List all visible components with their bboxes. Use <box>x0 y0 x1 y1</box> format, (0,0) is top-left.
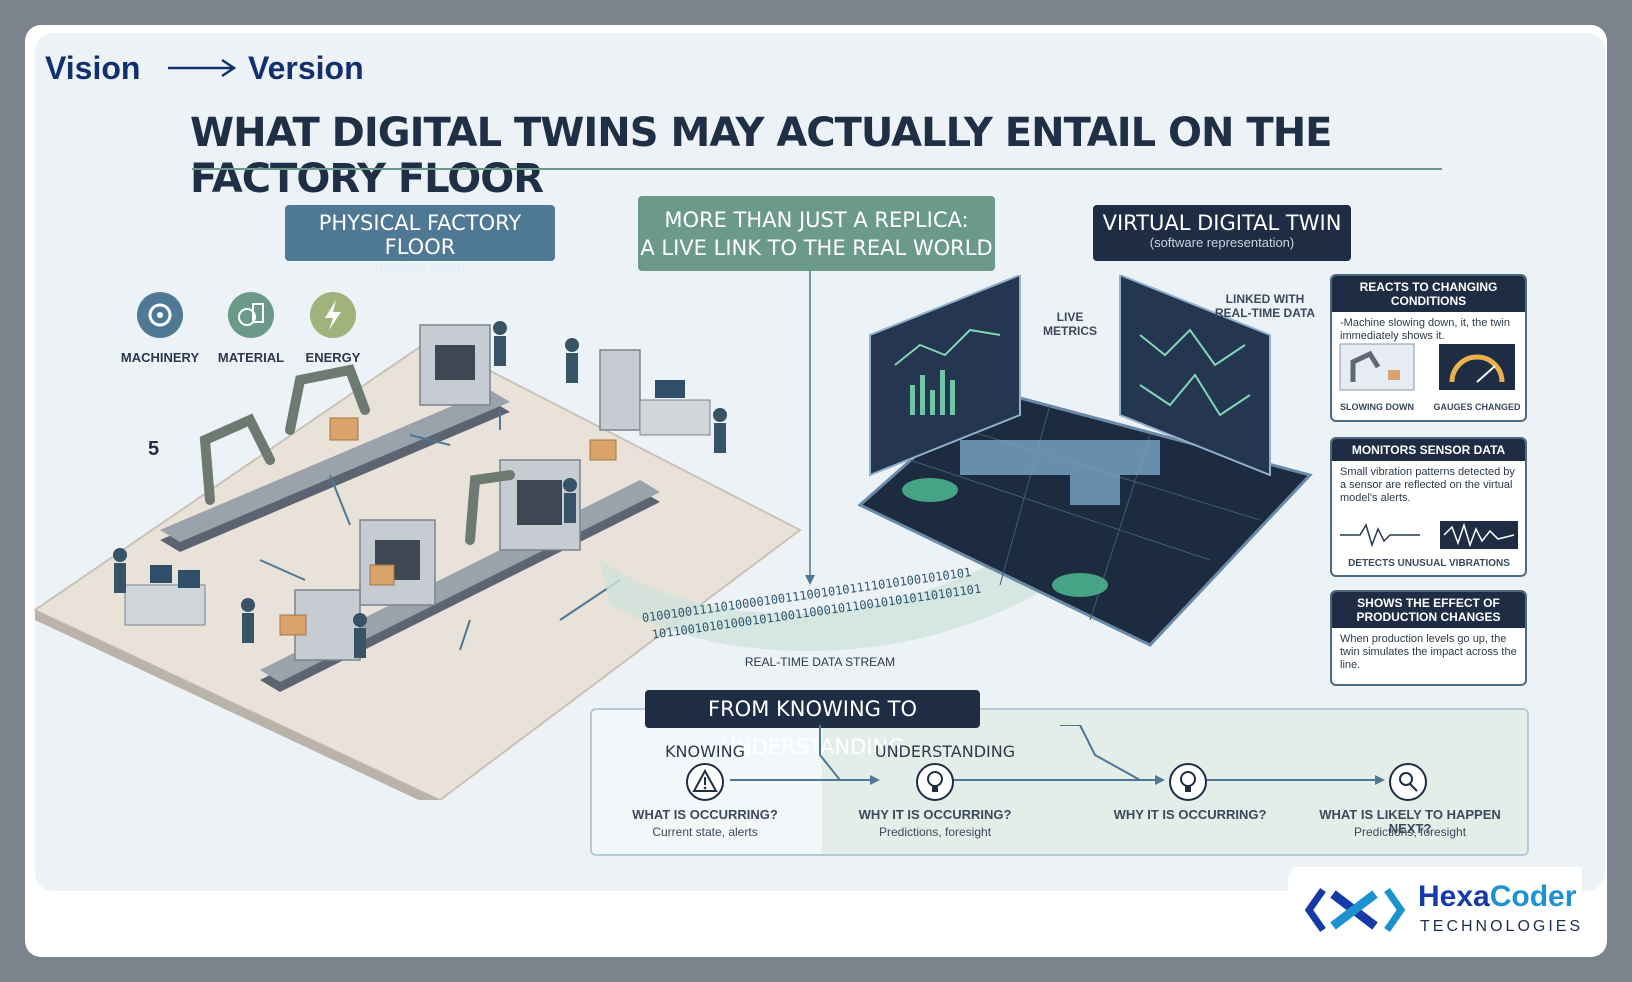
connector-line <box>805 270 815 585</box>
energy-label: ENERGY <box>305 350 361 365</box>
side-panel-reacts-header: REACTS TO CHANGING CONDITIONS <box>1332 276 1525 312</box>
page-title: WHAT DIGITAL TWINS MAY ACTUALLY ENTAIL O… <box>190 110 1333 202</box>
side-panel-production-body: When production levels go up, the twin s… <box>1340 633 1517 671</box>
live-link-line1: MORE THAN JUST A REPLICA: <box>664 208 969 232</box>
logo-wordmark-coder: Coder <box>1489 880 1577 913</box>
data-stream-label: REAL-TIME DATA STREAM <box>744 655 896 669</box>
side-panel-sensor-header: MONITORS SENSOR DATA <box>1332 439 1525 461</box>
virtual-twin-title: VIRTUAL DIGITAL TWIN <box>1102 211 1342 235</box>
knowing-understanding-panel <box>590 708 1529 856</box>
slowing-down-icon <box>1339 343 1415 391</box>
logo-wordmark: HexaCoder <box>1418 880 1576 914</box>
live-metrics-label: LIVE METRICS <box>1043 310 1097 338</box>
linked-realtime-label: LINKED WITH REAL-TIME DATA <box>1214 292 1316 320</box>
side-panel-reacts: REACTS TO CHANGING CONDITIONS -Machine s… <box>1330 274 1527 422</box>
likely-next-title: WHAT IS LIKELY TO HAPPEN NEXT? <box>1319 807 1501 836</box>
logo-wordmark-hexa: Hexa <box>1418 880 1490 913</box>
material-icon <box>228 292 274 338</box>
physical-floor-title: PHYSICAL FACTORY FLOOR <box>318 211 522 259</box>
why-occurring-title-2: WHY IT IS OCCURRING? <box>1113 807 1267 822</box>
machinery-label: MACHINERY <box>120 350 200 365</box>
marker-badge: 5 <box>148 438 160 460</box>
slowing-down-caption: SLOWING DOWN <box>1340 402 1414 412</box>
side-panel-production-header: SHOWS THE EFFECT OF PRODUCTION CHANGES <box>1332 592 1525 628</box>
bulb-icon <box>1169 763 1207 801</box>
hexacoder-logo-icon <box>1305 887 1405 933</box>
vibrations-caption: DETECTS UNUSUAL VIBRATIONS <box>1348 558 1510 569</box>
physical-floor-subtitle: (tangible asset) <box>375 259 465 274</box>
knowing-understanding-header: FROM KNOWING TO UNDERSTANDING <box>645 690 980 759</box>
virtual-twin-box: VIRTUAL DIGITAL TWIN (software represent… <box>1093 205 1351 261</box>
side-panel-sensor-body: Small vibration patterns detected by a s… <box>1340 466 1515 504</box>
gauge-icon <box>1439 344 1515 390</box>
forecast-icon <box>1389 763 1427 801</box>
what-occurring-title: WHAT IS OCCURRING? <box>632 807 778 822</box>
side-panel-reacts-body: -Machine slowing down, it, the twin imme… <box>1340 317 1510 342</box>
why-occurring-sub: Predictions, foresight <box>878 825 992 839</box>
logo-panel <box>1288 867 1582 957</box>
likely-next-sub: Predictions, foresight <box>1353 825 1467 839</box>
brand-vision: Vision <box>45 50 141 86</box>
energy-icon <box>310 292 356 338</box>
physical-factory-illustration <box>32 321 802 800</box>
knowing-flow-arrows <box>730 725 1385 785</box>
title-underline <box>192 168 1442 170</box>
warning-icon <box>686 763 724 801</box>
gauges-changed-caption: GAUGES CHANGED <box>1433 402 1521 412</box>
knowing-column-title: KNOWING <box>665 742 745 761</box>
live-link-line2: A LIVE LINK TO THE REAL WORLD <box>640 236 993 260</box>
physical-floor-box: PHYSICAL FACTORY FLOOR (tangible asset) <box>285 205 555 274</box>
bulb-icon <box>916 763 954 801</box>
side-panel-production: SHOWS THE EFFECT OF PRODUCTION CHANGES W… <box>1330 590 1527 686</box>
why-occurring-title: WHY IT IS OCCURRING? <box>858 807 1012 822</box>
arrow-right-icon <box>168 58 237 78</box>
understanding-column-title: UNDERSTANDING <box>874 742 1016 761</box>
virtual-twin-subtitle: (software representation) <box>1149 235 1295 250</box>
live-link-box: MORE THAN JUST A REPLICA: A LIVE LINK TO… <box>638 196 995 271</box>
material-label: MATERIAL <box>217 350 285 365</box>
vibration-wave-icon <box>1340 521 1518 549</box>
virtual-twin-illustration <box>857 275 1313 647</box>
logo-tagline: TECHNOLOGIES <box>1420 918 1584 935</box>
side-panel-sensor: MONITORS SENSOR DATA Small vibration pat… <box>1330 437 1527 577</box>
machinery-icon <box>137 292 183 338</box>
what-occurring-sub: Current state, alerts <box>652 825 758 839</box>
brand-version: Version <box>248 50 364 86</box>
